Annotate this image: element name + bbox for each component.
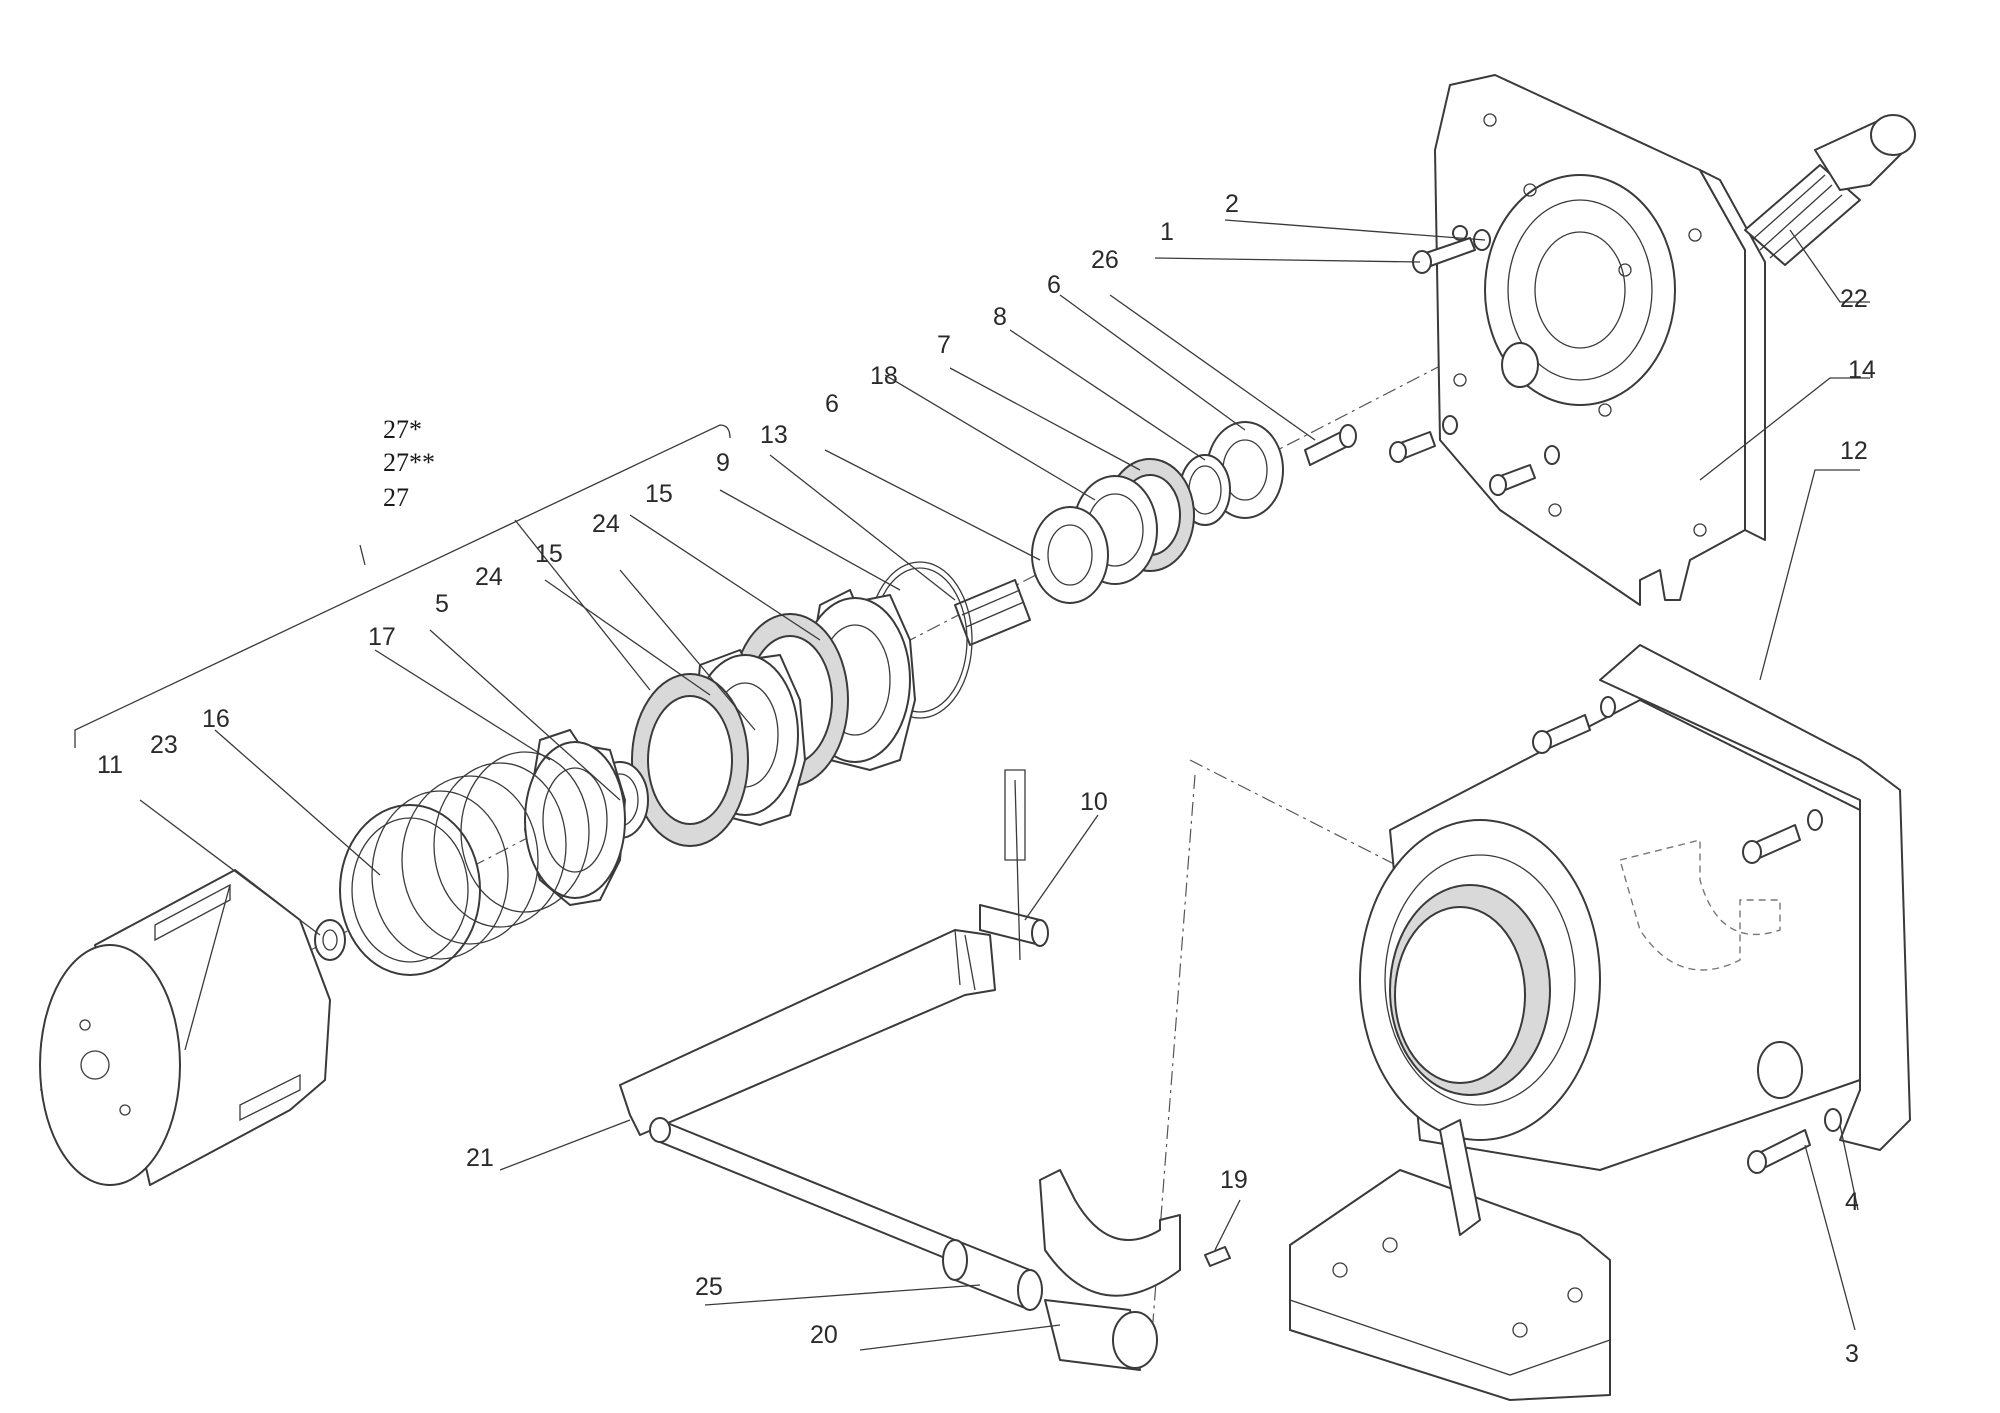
bolt-3	[1747, 1129, 1811, 1174]
kit-bracket-tick	[359, 544, 366, 566]
callout-labels: 1 2 3 4 5 6 6 7 8 9 10 11 12 13 14 15 15…	[97, 190, 1876, 1368]
callout-7: 7	[937, 331, 951, 359]
callout-10: 10	[1080, 788, 1108, 816]
pin-10	[979, 769, 1049, 961]
callout-4: 4	[1845, 1188, 1859, 1216]
callout-20: 20	[810, 1321, 838, 1349]
kit-bracket-27	[74, 424, 731, 748]
bearing-6-left	[1031, 506, 1109, 604]
callout-21: 21	[466, 1144, 494, 1172]
callout-5: 5	[435, 590, 449, 618]
callout-26: 26	[1091, 246, 1119, 274]
drum-housing	[39, 869, 331, 1186]
washer-4	[1824, 1108, 1842, 1132]
spring-16	[339, 751, 590, 976]
callout-24-right: 24	[592, 510, 620, 538]
callout-25: 25	[695, 1273, 723, 1301]
kit-labels: 27* 27** 27	[383, 415, 435, 512]
callout-19: 19	[1220, 1166, 1248, 1194]
callout-1: 1	[1160, 218, 1174, 246]
callout-3: 3	[1845, 1340, 1859, 1368]
flange-bolts	[1389, 415, 1560, 496]
bolt-26	[1304, 424, 1357, 466]
callout-13: 13	[760, 421, 788, 449]
callout-23: 23	[150, 731, 178, 759]
lever-21	[619, 929, 996, 1136]
callout-14: 14	[1848, 356, 1876, 384]
friction-disc-24-left	[631, 673, 749, 847]
main-housing	[1289, 644, 1911, 1401]
callout-12: 12	[1840, 437, 1868, 465]
cross-rod	[649, 1117, 956, 1261]
leader-lines	[139, 219, 1870, 1351]
kit-label-27: 27	[383, 483, 409, 512]
washer-23	[314, 919, 346, 961]
callout-11: 11	[97, 751, 123, 779]
callout-8: 8	[993, 303, 1007, 331]
pressure-plate-17	[524, 729, 626, 906]
callout-9: 9	[716, 449, 730, 477]
callout-15-left: 15	[535, 540, 563, 568]
fork-20	[1039, 1169, 1181, 1371]
bolt-1	[1412, 225, 1476, 274]
spline-13	[954, 579, 1031, 646]
kit-label-27-star: 27*	[383, 415, 422, 444]
callout-18: 18	[870, 362, 898, 390]
flange-plate	[1434, 74, 1766, 606]
callout-6-left: 6	[825, 390, 839, 418]
splined-shaft	[1744, 114, 1916, 266]
callout-6-right: 6	[1047, 271, 1061, 299]
setscrew-19	[1204, 1246, 1231, 1267]
callout-22: 22	[1840, 285, 1868, 313]
housing-bolts	[1532, 696, 1823, 864]
callout-15-right: 15	[645, 480, 673, 508]
kit-label-27-double-star: 27**	[383, 448, 435, 477]
callout-16: 16	[202, 705, 230, 733]
callout-24-left: 24	[475, 563, 503, 591]
callout-17: 17	[368, 623, 396, 651]
callout-2: 2	[1225, 190, 1239, 218]
bushing-25	[942, 1239, 1043, 1311]
